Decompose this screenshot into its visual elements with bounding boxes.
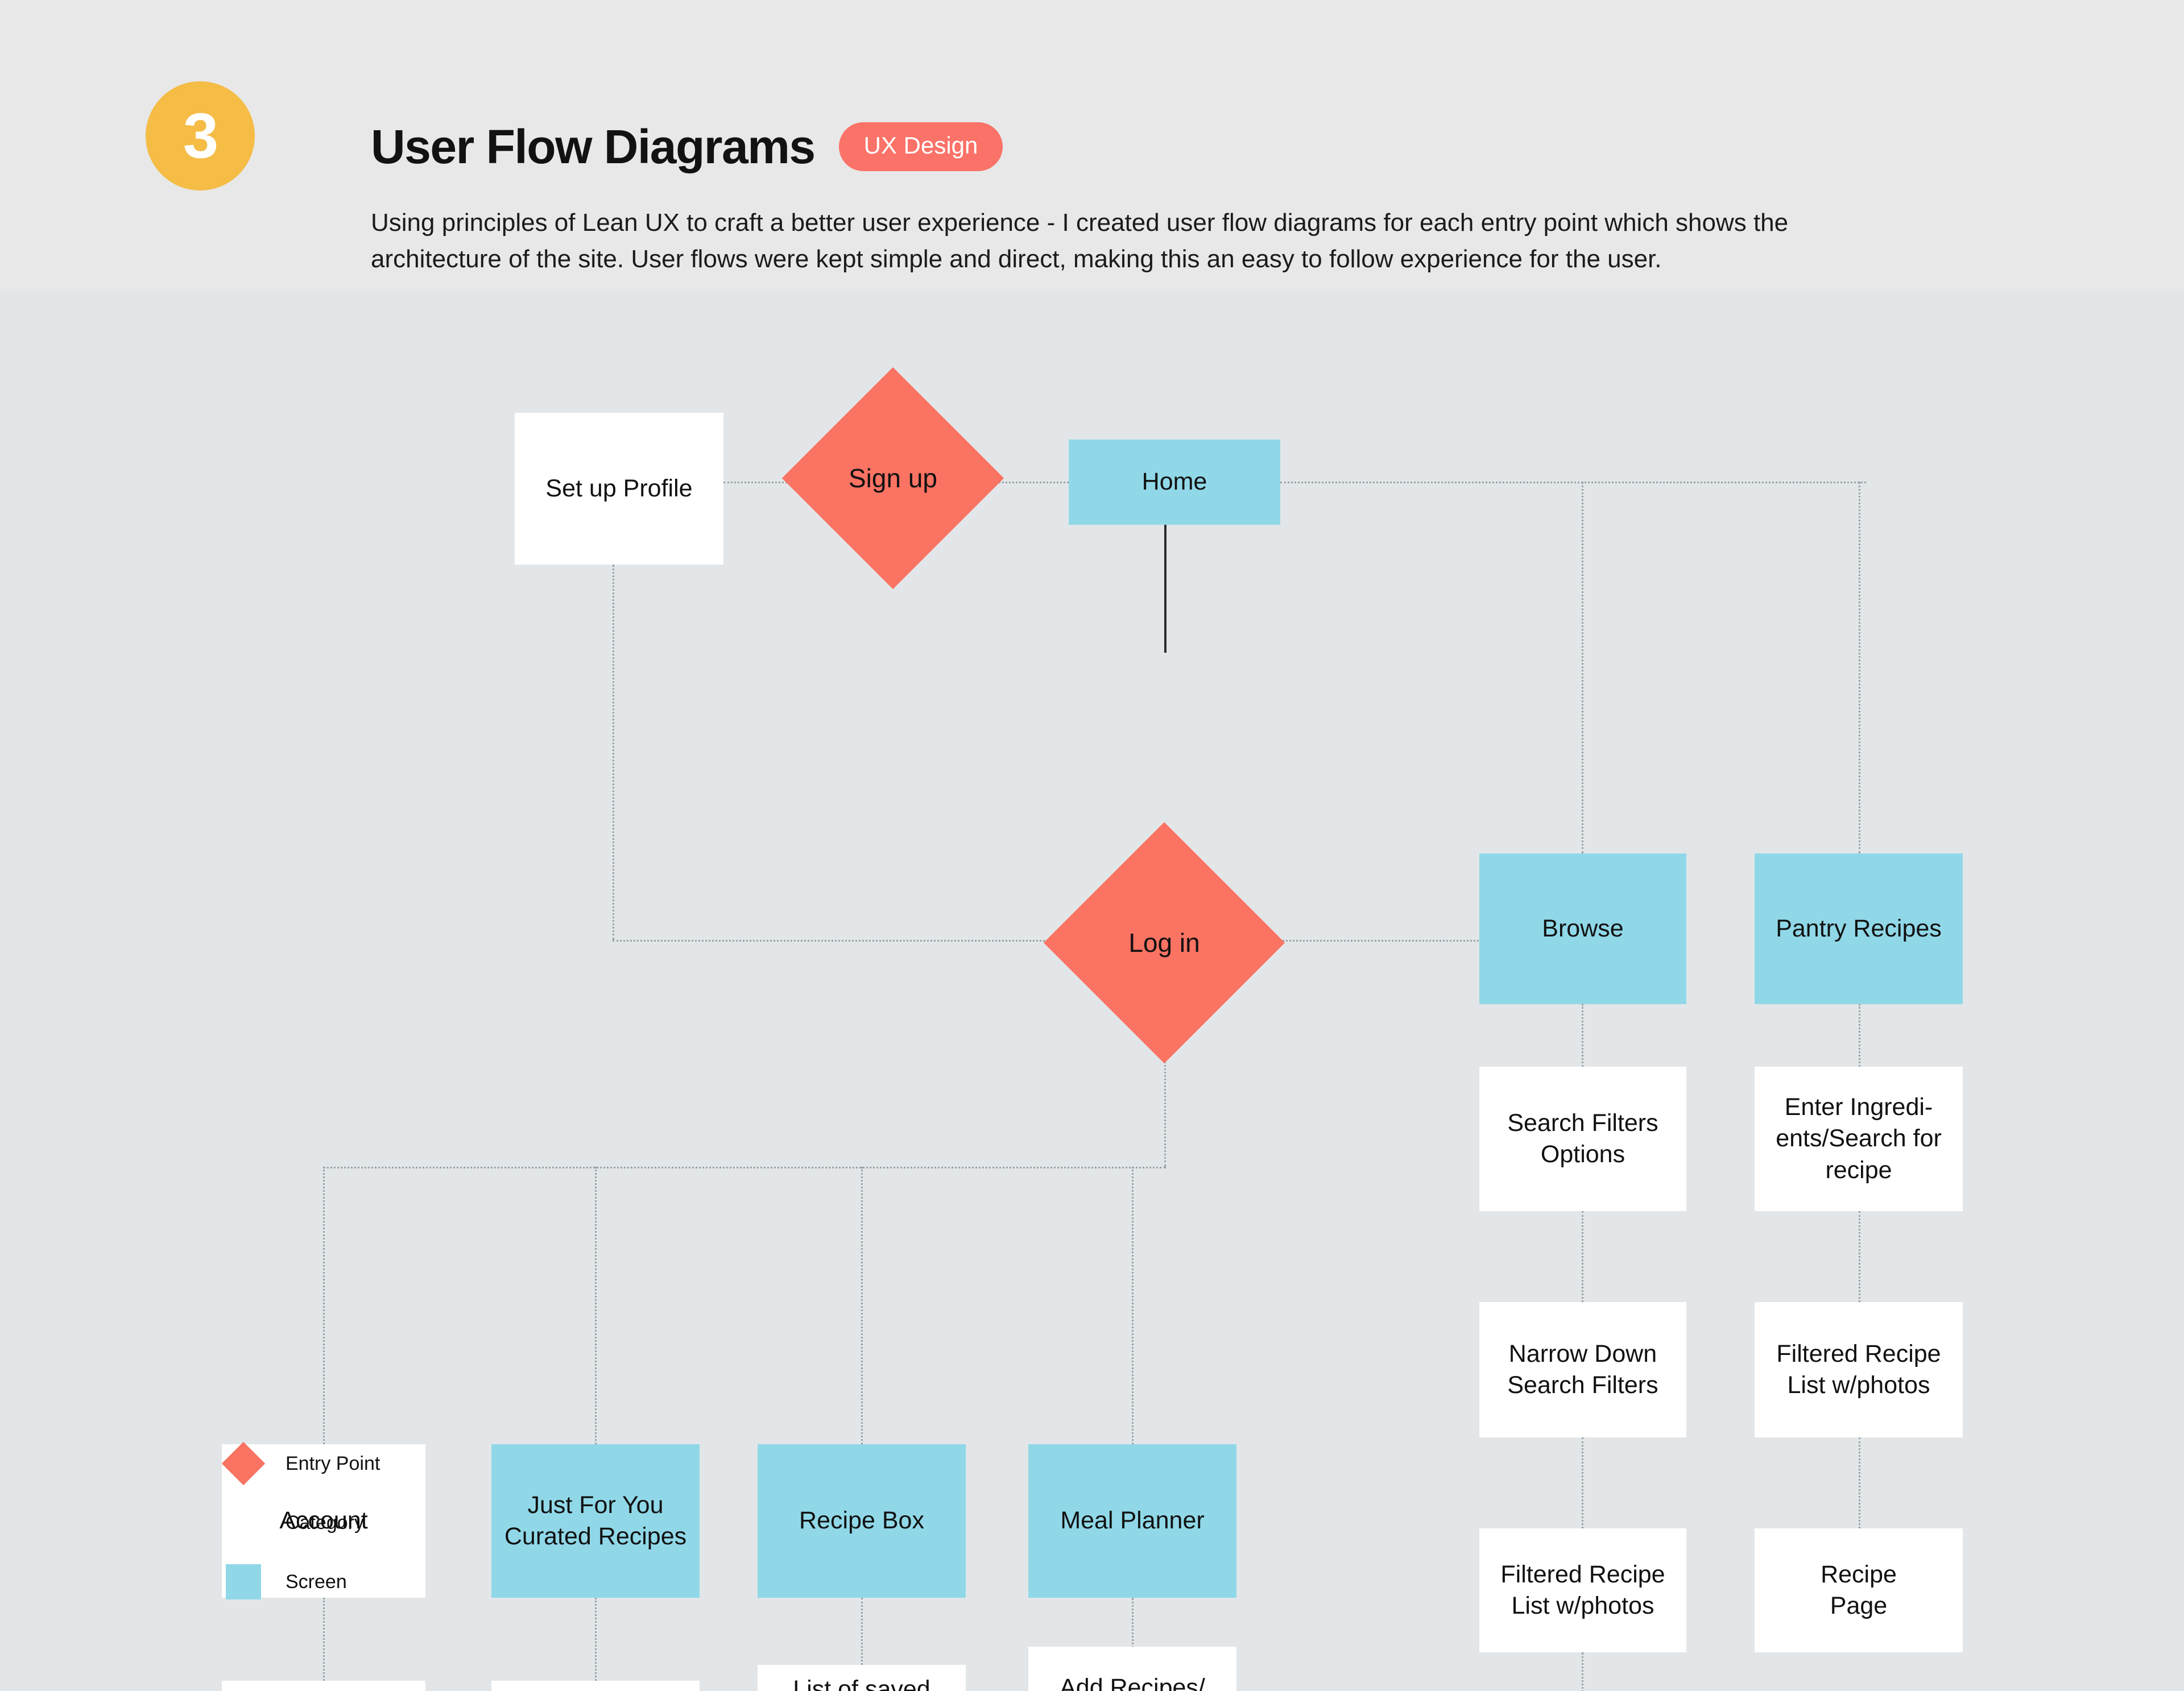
node-add-recipes-create-plan[interactable]: Add Recipes/ Create your meal plan bbox=[1028, 1647, 1236, 1691]
connector-mealplanner-addrecipes bbox=[1132, 1598, 1134, 1691]
diamond-icon bbox=[221, 1441, 266, 1486]
connector-bus-recipebox bbox=[861, 1167, 863, 1444]
connector-pantry-enteringredients bbox=[1859, 1004, 1860, 1067]
legend: Entry Point Category Screen bbox=[217, 1437, 380, 1615]
connector-bus-mealplanner bbox=[1132, 1167, 1134, 1444]
node-list-of-saved-recipes[interactable]: List of saved recipes in categories/ col… bbox=[758, 1665, 966, 1691]
connector-login-down bbox=[1164, 1030, 1166, 1167]
connector-enteringredients-filteredlist bbox=[1859, 1211, 1860, 1302]
connector-justforyou-filteredlist bbox=[595, 1598, 597, 1681]
page-title: User Flow Diagrams bbox=[371, 120, 816, 173]
node-sign-up[interactable]: Sign up bbox=[781, 367, 1004, 590]
legend-item-category: Category bbox=[217, 1497, 380, 1549]
node-home[interactable]: Home bbox=[1069, 440, 1280, 525]
node-label: Recipe Box bbox=[799, 1507, 924, 1535]
node-pantry-filtered-recipe-list[interactable]: Filtered Recipe List w/photos bbox=[1755, 1302, 1963, 1437]
node-label: Sign up bbox=[848, 463, 937, 493]
connector-browse-searchfilters bbox=[1582, 1004, 1583, 1067]
legend-swatch-wrap bbox=[217, 1505, 270, 1540]
node-narrow-down-search-filters[interactable]: Narrow Down Search Filters bbox=[1479, 1302, 1686, 1437]
node-just-for-you[interactable]: Just For You Curated Recipes bbox=[491, 1444, 700, 1598]
node-label: Filtered Recipe List w/photos bbox=[1500, 1560, 1665, 1619]
node-label: Just For You Curated Recipes bbox=[504, 1491, 687, 1550]
connector-home-rightbus bbox=[1280, 482, 1866, 483]
node-edit-profile[interactable]: Edit Profile/Add Likes/Dislikes bbox=[222, 1681, 425, 1691]
square-icon bbox=[226, 1505, 261, 1540]
node-meal-planner[interactable]: Meal Planner bbox=[1028, 1444, 1236, 1598]
legend-label: Category bbox=[286, 1511, 364, 1533]
node-enter-ingredients[interactable]: Enter Ingredi- ents/Search for recipe bbox=[1755, 1067, 1963, 1211]
node-label: Enter Ingredi- ents/Search for recipe bbox=[1776, 1093, 1942, 1184]
node-label: Browse bbox=[1542, 914, 1624, 942]
node-browse[interactable]: Browse bbox=[1479, 853, 1686, 1004]
node-label: Search Filters Options bbox=[1507, 1109, 1658, 1168]
node-set-up-profile[interactable]: Set up Profile bbox=[515, 413, 723, 565]
section-number: 3 bbox=[183, 100, 218, 171]
connector-login-right bbox=[1249, 940, 1585, 942]
title-row: User Flow Diagrams UX Design bbox=[371, 122, 1003, 171]
legend-label: Screen bbox=[286, 1570, 347, 1593]
connector-setupprofile-login bbox=[613, 940, 1079, 942]
node-browse-filtered-recipe-list[interactable]: Filtered Recipe List w/photos bbox=[1479, 1528, 1686, 1652]
header-band: 3 User Flow Diagrams UX Design Using pri… bbox=[0, 0, 2184, 289]
legend-label: Entry Point bbox=[286, 1452, 380, 1474]
section-number-badge: 3 bbox=[146, 81, 255, 190]
connector-pantryfiltered-recipepage bbox=[1859, 1437, 1860, 1528]
connector-setupprofile-down bbox=[613, 565, 614, 940]
connector-narrowdown-filteredlist bbox=[1582, 1437, 1583, 1528]
connector-bus-account bbox=[323, 1167, 325, 1444]
connector-rightbus-pantry bbox=[1859, 482, 1860, 853]
flow-diagram-canvas: Set up Profile Sign up Home Log in Brows… bbox=[0, 289, 2184, 1691]
connector-account-editprofile bbox=[323, 1598, 325, 1681]
node-label: Narrow Down Search Filters bbox=[1507, 1340, 1658, 1399]
connector-recipebox-savedlist bbox=[861, 1598, 863, 1665]
node-label: Pantry Recipes bbox=[1776, 914, 1942, 942]
node-jfy-filtered-recipe-list[interactable]: Filtered Recipe List w/photos bbox=[491, 1681, 700, 1691]
node-label: Meal Planner bbox=[1060, 1507, 1205, 1535]
legend-swatch-wrap bbox=[217, 1564, 270, 1599]
node-label: Log in bbox=[1128, 928, 1200, 958]
connector-rightbus-browse bbox=[1582, 482, 1583, 853]
node-pantry-recipes[interactable]: Pantry Recipes bbox=[1755, 853, 1963, 1004]
node-pantry-recipe-page[interactable]: Recipe Page bbox=[1755, 1528, 1963, 1652]
category-tag-badge: UX Design bbox=[838, 122, 1003, 171]
node-label: Set up Profile bbox=[545, 474, 693, 502]
legend-item-screen: Screen bbox=[217, 1556, 380, 1608]
node-label: List of saved recipes in categories/ col… bbox=[793, 1675, 930, 1691]
legend-item-entry-point: Entry Point bbox=[217, 1437, 380, 1490]
node-label: Add Recipes/ Create your meal plan bbox=[1060, 1674, 1205, 1691]
node-search-filters-options[interactable]: Search Filters Options bbox=[1479, 1067, 1686, 1211]
connector-bus-justforyou bbox=[595, 1167, 597, 1444]
node-label: Recipe Page bbox=[1821, 1560, 1897, 1619]
node-label: Home bbox=[1141, 468, 1207, 496]
legend-swatch-wrap bbox=[217, 1441, 270, 1486]
connector-setupprofile-signup bbox=[723, 482, 814, 483]
connector-filteredlist-recipepage-browse bbox=[1582, 1652, 1583, 1691]
square-icon bbox=[226, 1564, 261, 1599]
section-description: Using principles of Lean UX to craft a b… bbox=[371, 209, 1789, 273]
connector-signup-home bbox=[971, 482, 1069, 483]
connector-home-login bbox=[1164, 524, 1167, 653]
node-label: Account bbox=[279, 1507, 368, 1535]
node-recipe-box[interactable]: Recipe Box bbox=[758, 1444, 966, 1598]
connector-searchfilters-narrowdown bbox=[1582, 1211, 1583, 1302]
node-label: Filtered Recipe List w/photos bbox=[1776, 1340, 1941, 1399]
node-log-in[interactable]: Log in bbox=[1043, 822, 1285, 1064]
connector-distribution-bus bbox=[323, 1167, 1166, 1168]
